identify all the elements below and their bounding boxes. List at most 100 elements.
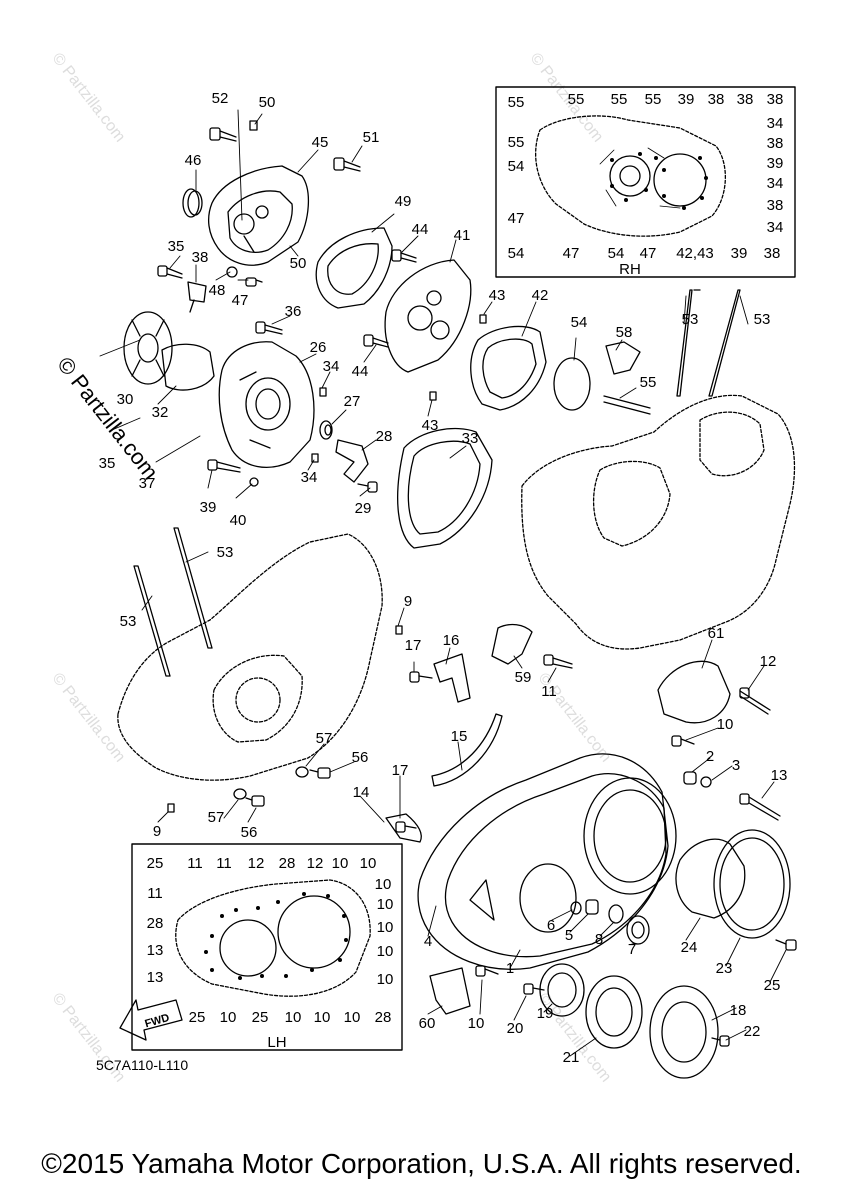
part-44-bolt xyxy=(391,249,417,263)
part-52-bolt xyxy=(209,127,237,142)
part-15-guide xyxy=(431,713,503,787)
rh-callout-label: 47 xyxy=(508,210,525,227)
lh-callout-label: 10 xyxy=(285,1009,302,1026)
part-26-cover xyxy=(218,341,315,468)
part-10-bolt-lower xyxy=(475,965,499,977)
part-49-gasket xyxy=(315,227,393,309)
part-3-washer xyxy=(700,776,712,788)
callout-label: 55 xyxy=(640,374,657,391)
lh-callout-label: 10 xyxy=(332,855,349,872)
rh-callout-label: 39 xyxy=(767,155,784,172)
rh-callout-label: 55 xyxy=(508,134,525,151)
rh-callout-label: 38 xyxy=(767,135,784,152)
callout-label: 10 xyxy=(717,716,734,733)
rh-callout-label: 54 xyxy=(508,245,525,262)
lh-callout-label: 25 xyxy=(252,1009,269,1026)
callout-label: 26 xyxy=(310,339,327,356)
callout-label: 53 xyxy=(217,544,234,561)
callout-label: 24 xyxy=(681,939,698,956)
rh-callout-label: 34 xyxy=(767,219,784,236)
part-47-nut xyxy=(245,277,263,287)
part-53-stud xyxy=(676,289,701,397)
callout-label: 3 xyxy=(732,757,740,774)
callout-label: 49 xyxy=(395,193,412,210)
part-60-bracket xyxy=(429,967,471,1015)
part-46-seal xyxy=(182,188,203,218)
part-53-stud-2 xyxy=(708,289,741,397)
copyright-notice: ©2015 Yamaha Motor Corporation, U.S.A. A… xyxy=(41,1148,802,1179)
lh-callout-label: 12 xyxy=(307,855,324,872)
callout-label: 56 xyxy=(352,749,369,766)
part-23-cover xyxy=(713,829,791,939)
part-53-stud-left xyxy=(173,527,213,649)
part-17-bolt xyxy=(409,671,433,683)
lh-callout-label: 11 xyxy=(187,855,203,872)
rh-callout-label: 54 xyxy=(608,245,625,262)
callout-label: 8 xyxy=(595,931,603,948)
rh-callout-label: 55 xyxy=(611,91,628,108)
part-17-bolt-lower xyxy=(395,821,417,833)
lh-callout-label: 25 xyxy=(147,855,164,872)
part-39-bolt xyxy=(207,459,241,473)
callout-label: 60 xyxy=(419,1015,436,1032)
callout-label: 43 xyxy=(422,417,439,434)
rh-callout-label: 34 xyxy=(767,115,784,132)
callout-label: 29 xyxy=(355,500,372,517)
part-41-cover xyxy=(384,259,472,373)
diagram-code: 5C7A110-L110 xyxy=(96,1057,188,1073)
callout-label: 43 xyxy=(489,287,506,304)
part-24-gasket xyxy=(675,838,746,919)
callout-label: 37 xyxy=(139,475,156,492)
lh-callout-label: 11 xyxy=(216,855,232,872)
part-4-gasket xyxy=(417,753,669,970)
part-51-bolt xyxy=(333,157,361,172)
part-48-washer xyxy=(226,266,238,278)
part-44-bolt-lower xyxy=(363,334,389,348)
part-12-bolt xyxy=(739,687,771,715)
callout-label: 1 xyxy=(506,960,514,977)
rh-callout-label: 38 xyxy=(767,197,784,214)
part-25-screw xyxy=(775,939,797,951)
callout-label: 2 xyxy=(706,748,714,765)
callout-label: 36 xyxy=(285,303,302,320)
part-58-bracket xyxy=(605,341,641,375)
part-10-bolt xyxy=(671,735,695,747)
callout-label: 10 xyxy=(468,1015,485,1032)
part-56-plug xyxy=(309,767,331,779)
rh-callout-label: 42,43 xyxy=(676,245,714,262)
rh-callout-label: 38 xyxy=(767,91,784,108)
part-40-washer xyxy=(249,477,259,487)
part-8-o-ring xyxy=(608,904,624,924)
lh-callout-label: 10 xyxy=(360,855,377,872)
part-36-bolt xyxy=(255,321,283,335)
part-29-bolt xyxy=(357,481,378,493)
lh-callout-label: 10 xyxy=(344,1009,361,1026)
rh-callout-label: 38 xyxy=(737,91,754,108)
callout-label: 17 xyxy=(405,637,422,654)
part-21-cover xyxy=(585,975,643,1049)
rh-callout-label: 38 xyxy=(764,245,781,262)
callout-label: 57 xyxy=(208,809,225,826)
part-43-dowel xyxy=(479,314,487,324)
callout-label: 13 xyxy=(771,767,788,784)
callout-label: 48 xyxy=(209,282,226,299)
callout-label: 20 xyxy=(507,1020,524,1037)
callout-label: 53 xyxy=(754,311,771,328)
callout-label: 47 xyxy=(232,292,249,309)
fwd-label: FWD xyxy=(143,1012,170,1030)
lh-callout-label: 13 xyxy=(147,969,164,986)
callout-label: 33 xyxy=(462,430,479,447)
crankcase-right xyxy=(521,394,796,650)
part-19-cap xyxy=(539,963,585,1017)
callout-label: 30 xyxy=(117,391,134,408)
rh-callout-label: 47 xyxy=(640,245,657,262)
callout-label: 11 xyxy=(541,683,557,700)
part-16-plate xyxy=(433,653,471,703)
part-30-rotor xyxy=(123,311,173,385)
lh-callout-label: 10 xyxy=(220,1009,237,1026)
part-57-washer xyxy=(295,766,309,778)
part-2-collar xyxy=(683,771,697,785)
